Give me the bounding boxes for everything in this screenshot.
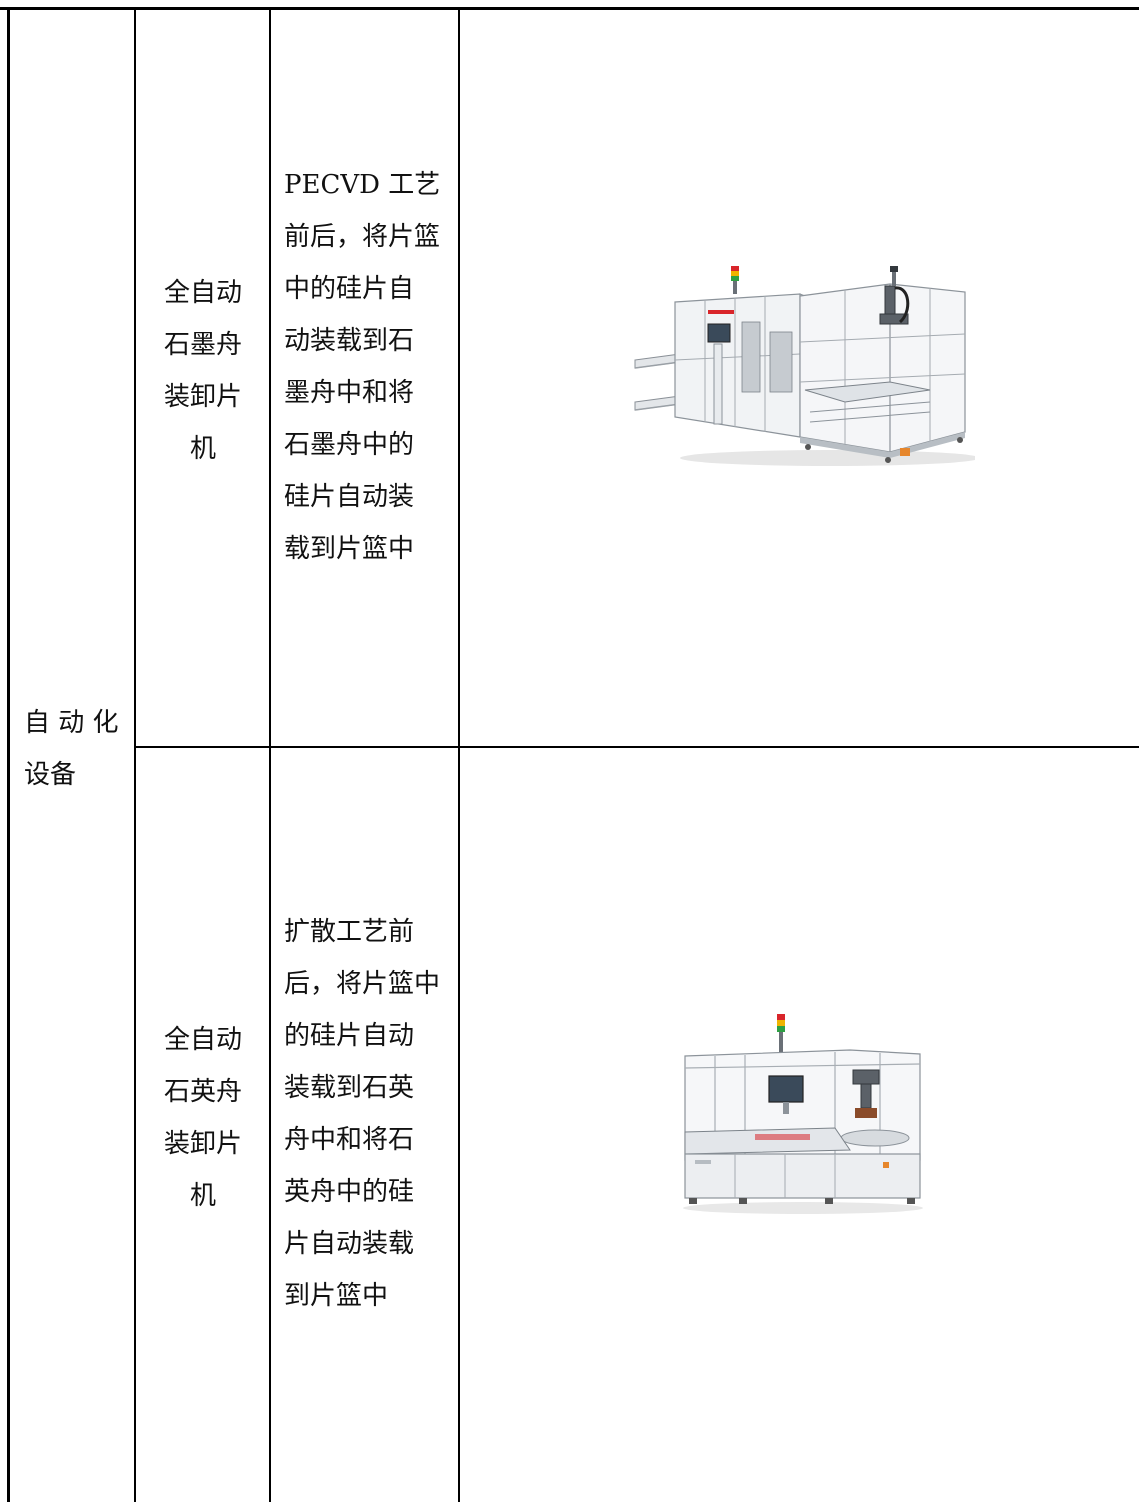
- description-line: 石墨舟中的: [284, 430, 415, 460]
- description-line: 到片篮中: [284, 1281, 389, 1311]
- name-line: 全自动: [163, 278, 242, 308]
- description-line: 硅片自动装: [284, 482, 415, 512]
- description-line: 中的硅片自: [284, 274, 415, 304]
- name-line: 石墨舟: [163, 330, 242, 360]
- graphite-boat-loader-machine-photo: [634, 266, 975, 466]
- category-line: 自 动 化: [24, 708, 119, 738]
- name-line: 装卸片: [163, 382, 242, 412]
- equipment-description-graphite: PECVD 工艺 前后，将片篮 中的硅片自 动装载到石 墨舟中和将 石墨舟中的 …: [284, 159, 440, 575]
- quartz-boat-loader-machine-photo: [683, 1014, 923, 1214]
- name-line: 装卸片: [163, 1129, 242, 1159]
- name-line: 石英舟: [163, 1077, 242, 1107]
- description-line: 英舟中的硅: [284, 1177, 415, 1207]
- description-line: 的硅片自动: [284, 1021, 415, 1051]
- table-left-border: [7, 7, 10, 1502]
- description-line: PECVD 工艺: [284, 170, 441, 200]
- description-line: 载到片篮中: [284, 534, 415, 564]
- description-line: 片自动装载: [284, 1229, 415, 1259]
- category-line: 设备: [24, 760, 77, 790]
- table-top-border: [0, 7, 1139, 10]
- column-divider-1: [134, 7, 136, 1502]
- equipment-name-graphite: 全自动 石墨舟 装卸片 机: [138, 267, 268, 475]
- category-cell: 自 动 化 设备: [24, 697, 119, 801]
- description-line: 后，将片篮中: [284, 969, 441, 999]
- name-line: 全自动: [163, 1025, 242, 1055]
- description-line: 扩散工艺前: [284, 917, 415, 947]
- description-line: 舟中和将石: [284, 1125, 415, 1155]
- name-line: 机: [189, 434, 216, 464]
- description-line: 墨舟中和将: [284, 378, 415, 408]
- equipment-description-quartz: 扩散工艺前 后，将片篮中 的硅片自动 装载到石英 舟中和将石 英舟中的硅 片自动…: [284, 906, 440, 1322]
- description-line: 装载到石英: [284, 1073, 415, 1103]
- column-divider-2: [269, 7, 271, 1502]
- row-divider: [134, 746, 1139, 748]
- column-divider-3: [458, 7, 460, 1502]
- description-line: 动装载到石: [284, 326, 415, 356]
- equipment-name-quartz: 全自动 石英舟 装卸片 机: [138, 1014, 268, 1222]
- name-line: 机: [189, 1181, 216, 1211]
- description-line: 前后，将片篮: [284, 222, 441, 252]
